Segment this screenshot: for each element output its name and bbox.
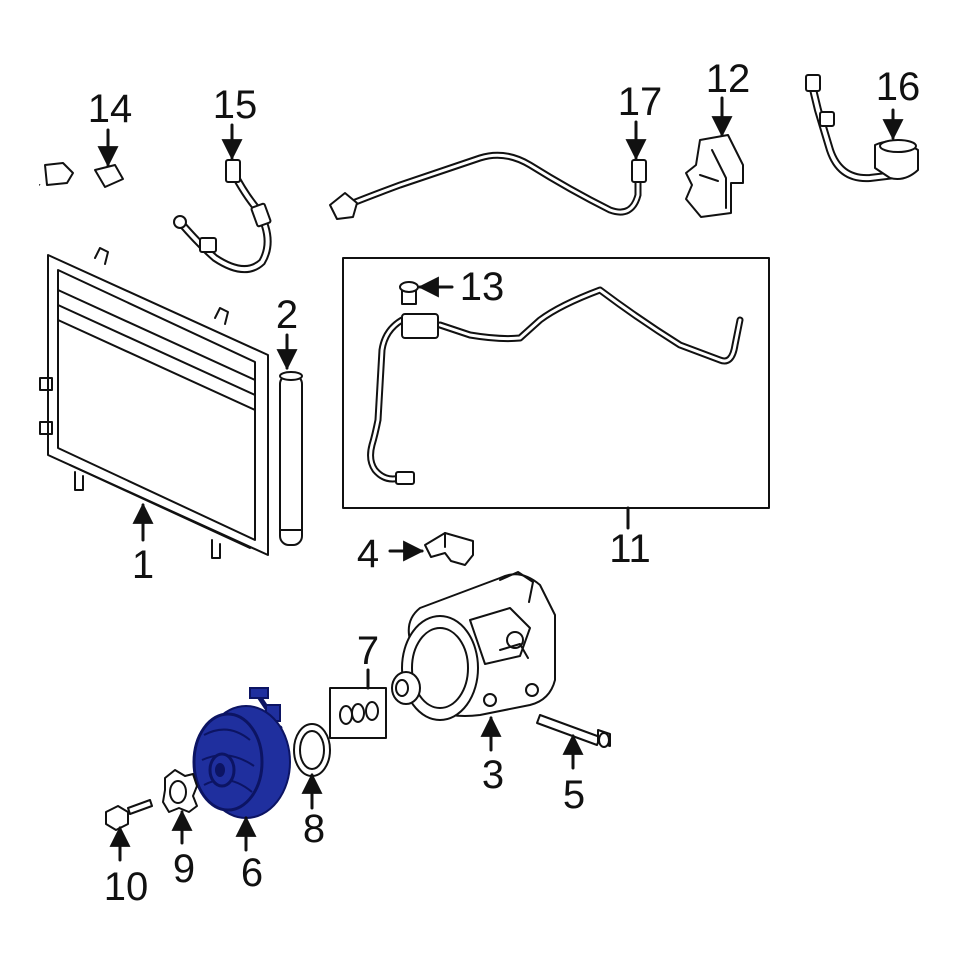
hose-15-part[interactable]: [173, 159, 272, 273]
callout-7: 7: [357, 629, 379, 673]
group-box-11: [342, 257, 770, 509]
callout-13: 13: [460, 265, 505, 309]
bracket-12-part[interactable]: [685, 134, 744, 218]
callout-10: 10: [104, 865, 149, 909]
hose-14-part[interactable]: [39, 162, 124, 191]
callout-3: 3: [482, 753, 504, 797]
callout-12: 12: [706, 57, 751, 101]
bolt-5-part[interactable]: [536, 714, 611, 748]
callout-5: 5: [563, 773, 585, 817]
bolt-10-part[interactable]: [105, 799, 153, 831]
callout-8: 8: [303, 807, 325, 851]
oring-kit-7-part[interactable]: [329, 687, 387, 739]
receiver-drier-part[interactable]: [279, 371, 303, 546]
snap-ring-9-part[interactable]: [162, 769, 198, 813]
callout-9: 9: [173, 847, 195, 891]
compressor-part[interactable]: [391, 571, 556, 721]
callout-11: 11: [609, 527, 651, 571]
clutch-pulley-6-part[interactable]: [192, 687, 291, 819]
callout-4: 4: [357, 532, 379, 576]
callout-16: 16: [876, 65, 921, 109]
hose-16-part[interactable]: [805, 74, 919, 183]
callout-2: 2: [276, 293, 298, 337]
callout-17: 17: [618, 80, 663, 124]
bracket-4-part[interactable]: [424, 532, 474, 566]
pipe-17-part[interactable]: [329, 151, 647, 220]
condenser-part[interactable]: [39, 247, 269, 559]
gasket-8-part[interactable]: [293, 723, 331, 777]
callout-6: 6: [241, 851, 263, 895]
callout-15: 15: [213, 83, 258, 127]
callout-1: 1: [132, 543, 154, 587]
callout-14: 14: [88, 87, 133, 131]
pipe-assembly-11-part[interactable]: [367, 281, 744, 485]
